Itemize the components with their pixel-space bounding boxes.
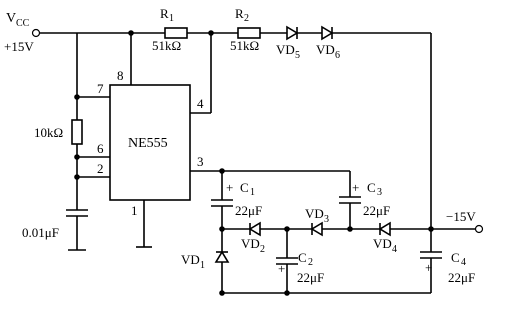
c3-plus: +: [352, 180, 359, 195]
vd1-sub: 1: [200, 260, 205, 271]
c3-value: 22μF: [363, 203, 390, 218]
vd3-name: VD: [305, 206, 324, 221]
output-terminal: [474, 224, 484, 234]
diode-vd4: [378, 221, 391, 237]
c1-value: 22μF: [235, 203, 262, 218]
c4-plus: +: [425, 260, 432, 275]
ic-ne555: [109, 84, 191, 201]
c3-sub: 3: [377, 187, 382, 198]
ic-pin8: 8: [117, 68, 124, 83]
r2-name: R: [235, 6, 244, 21]
resistor-r1: [164, 27, 188, 39]
vd1-name: VD: [181, 252, 200, 267]
c2-value: 22μF: [297, 270, 324, 285]
c1-plus: +: [226, 180, 233, 195]
ic-pin1: 1: [131, 203, 138, 218]
r1-value: 51kΩ: [152, 38, 181, 53]
ic-pin3: 3: [197, 154, 204, 169]
r10k-value: 10kΩ: [34, 125, 63, 140]
ic-pin6: 6: [97, 141, 104, 156]
resistor-r2: [237, 27, 261, 39]
ic-pin4: 4: [197, 96, 204, 111]
diode-vd2: [248, 221, 261, 237]
vd2-sub: 2: [260, 244, 265, 255]
ic-pin7: 7: [97, 81, 104, 96]
vcc-terminal: [31, 28, 41, 38]
ic-pin2: 2: [97, 161, 104, 176]
r1-sub: 1: [169, 13, 174, 24]
diode-vd1: [214, 250, 230, 263]
vd3-sub: 3: [324, 214, 329, 225]
resistor-10k: [71, 119, 83, 145]
vcc-sub: CC: [16, 18, 30, 29]
c4-name: C: [451, 250, 460, 265]
r1-name: R: [160, 6, 169, 21]
c2-plus: +: [278, 261, 285, 276]
output-voltage-label: −15V: [446, 209, 476, 224]
ic-name: NE555: [128, 136, 168, 151]
vd6-sub: 6: [335, 50, 340, 61]
vd6-name: VD: [316, 42, 335, 57]
r2-value: 51kΩ: [230, 38, 259, 53]
c4-sub: 4: [461, 257, 466, 268]
c2-sub: 2: [308, 257, 313, 268]
c1-sub: 1: [250, 187, 255, 198]
diode-vd6: [321, 25, 334, 41]
r2-sub: 2: [244, 13, 249, 24]
c2-name: C: [298, 250, 307, 265]
c3-name: C: [367, 180, 376, 195]
c4-value: 22μF: [448, 270, 475, 285]
vd4-name: VD: [373, 236, 392, 251]
diode-vd3: [310, 221, 323, 237]
c1-name: C: [240, 180, 249, 195]
vd2-name: VD: [241, 236, 260, 251]
vd5-sub: 5: [295, 50, 300, 61]
c0-value: 0.01μF: [22, 225, 59, 240]
supply-voltage-label: +15V: [4, 39, 34, 54]
vcc-label: V: [6, 11, 16, 26]
vd5-name: VD: [276, 42, 295, 57]
diode-vd5: [286, 25, 299, 41]
vd4-sub: 4: [392, 244, 397, 255]
